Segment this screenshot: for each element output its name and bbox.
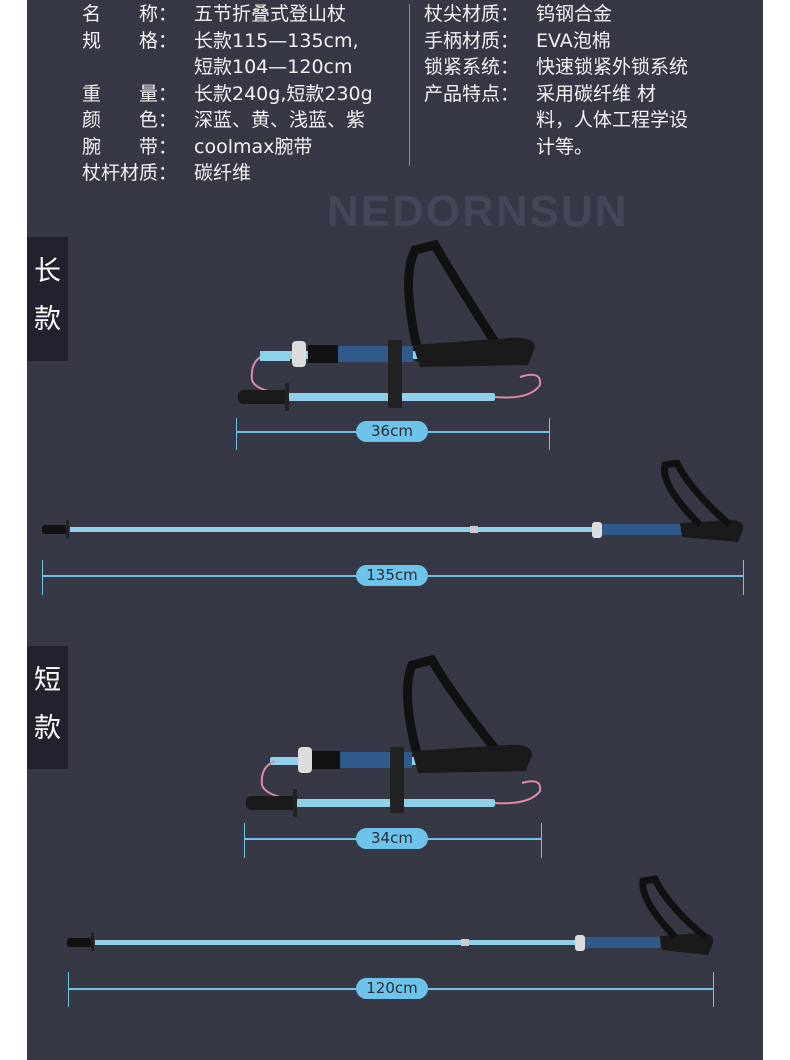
- extended-pole-long-image: [42, 460, 744, 542]
- spec-row: 杖尖材质：钨钢合金: [424, 3, 613, 25]
- spec-row: 锁紧系统：快速锁紧外锁系统: [424, 56, 689, 78]
- dim-tick: [713, 972, 714, 1007]
- extended-length-label: 135cm: [356, 565, 428, 586]
- dim-tick: [244, 823, 245, 858]
- spec-row: 规 格：长款115—135cm,: [82, 29, 359, 52]
- folded-length-label: 34cm: [356, 828, 428, 849]
- spec-row: 重 量：长款240g,短款230g: [82, 82, 373, 105]
- spec-row: 名 称：五节折叠式登山杖: [82, 3, 347, 25]
- dim-tick: [42, 560, 43, 595]
- section-tag-short: 短款: [27, 646, 68, 769]
- spec-row: 产品特点：采用碳纤维 材: [424, 82, 657, 105]
- divider: [409, 4, 410, 166]
- extended-pole-short-image: [67, 875, 714, 955]
- brand-watermark: NEDORNSUN: [327, 187, 629, 236]
- spec-row: 计等。: [536, 135, 594, 158]
- spec-row: 短款104—120cm: [194, 56, 353, 78]
- dim-tick: [541, 823, 542, 858]
- dim-tick: [236, 418, 237, 450]
- spec-row: 颜 色：深蓝、黄、浅蓝、紫: [82, 109, 366, 131]
- spec-row: 腕 带：coolmax腕带: [82, 135, 313, 158]
- dim-tick: [743, 560, 744, 595]
- section-tag-long: 长款: [27, 237, 68, 361]
- folded-pole-long-image: [238, 240, 542, 411]
- dim-tick: [549, 418, 550, 450]
- extended-length-label: 120cm: [356, 978, 428, 999]
- spec-row: 料，人体工程学设: [536, 109, 689, 131]
- folded-pole-short-image: [246, 655, 542, 817]
- specs-left: 名 称：五节折叠式登山杖 规 格：长款115—135cm, 短款104—120c…: [82, 1, 373, 187]
- folded-length-label: 36cm: [356, 421, 428, 442]
- specs-right: 杖尖材质：钨钢合金 手柄材质：EVA泡棉 锁紧系统：快速锁紧外锁系统 产品特点：…: [424, 1, 688, 160]
- spec-row: 杖杆材质：碳纤维: [82, 162, 252, 184]
- spec-row: 手柄材质：EVA泡棉: [424, 29, 611, 52]
